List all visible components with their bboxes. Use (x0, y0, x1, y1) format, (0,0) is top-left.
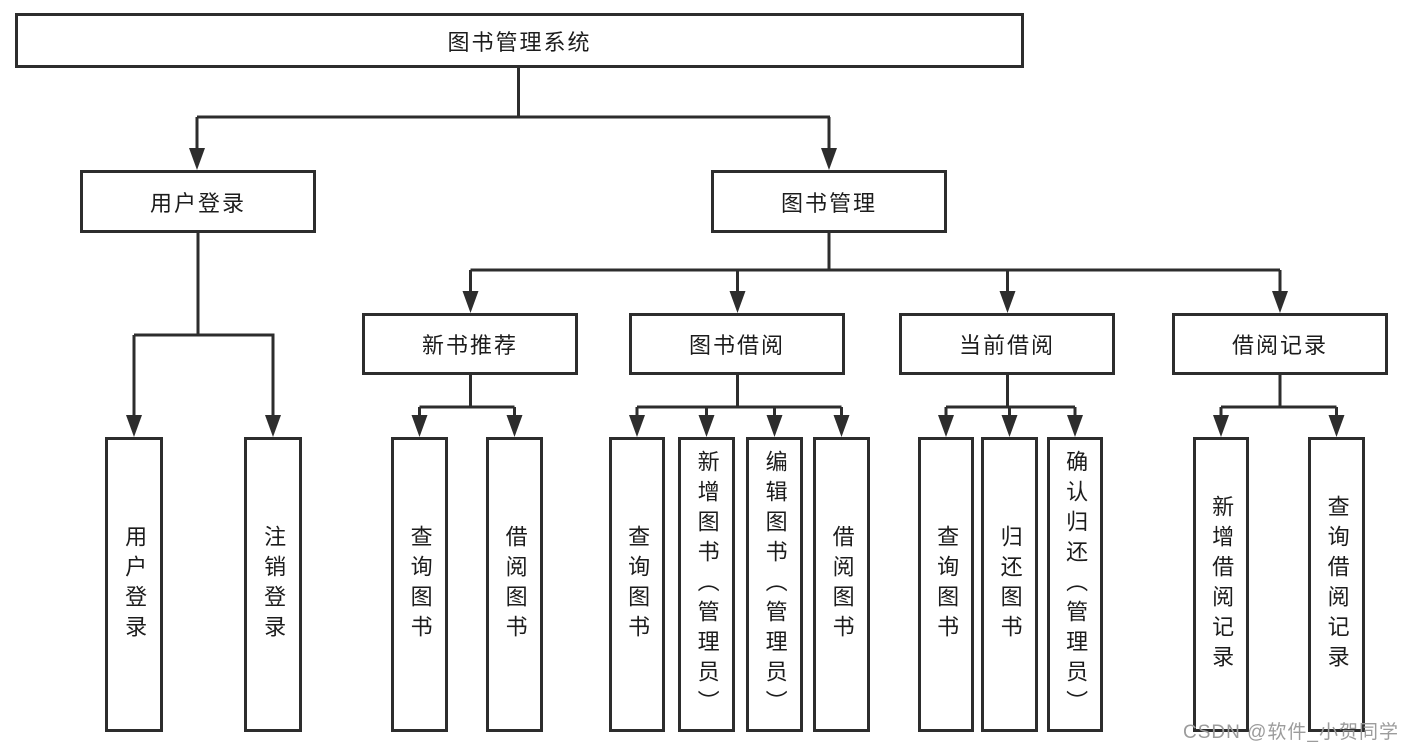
leaf-user-login: 用户登录 (105, 437, 163, 732)
leaf-logout: 注销登录 (244, 437, 302, 732)
leaf-label: 查询图书 (625, 524, 651, 645)
leaf-label: 注销登录 (261, 524, 287, 645)
leaf-return-book: 归还图书 (981, 437, 1038, 732)
node-label: 图书借阅 (688, 333, 785, 358)
node-label: 借阅记录 (1231, 333, 1328, 358)
node-current-borrow: 当前借阅 (899, 313, 1115, 375)
leaf-label: 确认归还（管理员） (1063, 449, 1089, 720)
leaf-label: 用户登录 (122, 524, 148, 645)
leaf-confirm-return-admin: 确认归还（管理员） (1047, 437, 1103, 732)
leaf-label: 借阅图书 (502, 524, 528, 645)
leaf-borrow-books: 借阅图书 (813, 437, 870, 732)
leaf-label: 查询图书 (407, 524, 433, 645)
node-book-management: 图书管理 (711, 170, 947, 233)
leaf-label: 新增图书（管理员） (694, 449, 720, 720)
leaf-query-books-current: 查询图书 (918, 437, 974, 732)
leaf-label: 查询图书 (934, 524, 960, 645)
node-label: 图书管理系统 (447, 29, 592, 55)
leaf-add-borrow-record: 新增借阅记录 (1193, 437, 1249, 732)
leaf-borrow-books-recommend: 借阅图书 (486, 437, 543, 732)
leaf-label: 归还图书 (997, 524, 1023, 645)
leaf-label: 编辑图书（管理员） (762, 449, 788, 720)
leaf-label: 借阅图书 (829, 524, 855, 645)
leaf-label: 新增借阅记录 (1209, 494, 1235, 675)
node-label: 当前借阅 (958, 333, 1055, 358)
node-label: 用户登录 (149, 190, 246, 216)
leaf-query-borrow-record: 查询借阅记录 (1308, 437, 1365, 732)
node-user-login: 用户登录 (80, 170, 316, 233)
node-book-borrow: 图书借阅 (629, 313, 845, 375)
leaf-label: 查询借阅记录 (1324, 494, 1350, 675)
node-label: 新书推荐 (421, 333, 518, 358)
node-borrow-records: 借阅记录 (1172, 313, 1388, 375)
node-new-book-recommend: 新书推荐 (362, 313, 578, 375)
leaf-query-books-borrow: 查询图书 (609, 437, 665, 732)
leaf-query-books-recommend: 查询图书 (391, 437, 448, 732)
node-system-root: 图书管理系统 (15, 13, 1024, 68)
watermark: CSDN @软件_小贺同学 (1183, 722, 1399, 743)
node-label: 图书管理 (780, 190, 877, 216)
leaf-edit-book-admin: 编辑图书（管理员） (746, 437, 803, 732)
leaf-add-book-admin: 新增图书（管理员） (678, 437, 735, 732)
